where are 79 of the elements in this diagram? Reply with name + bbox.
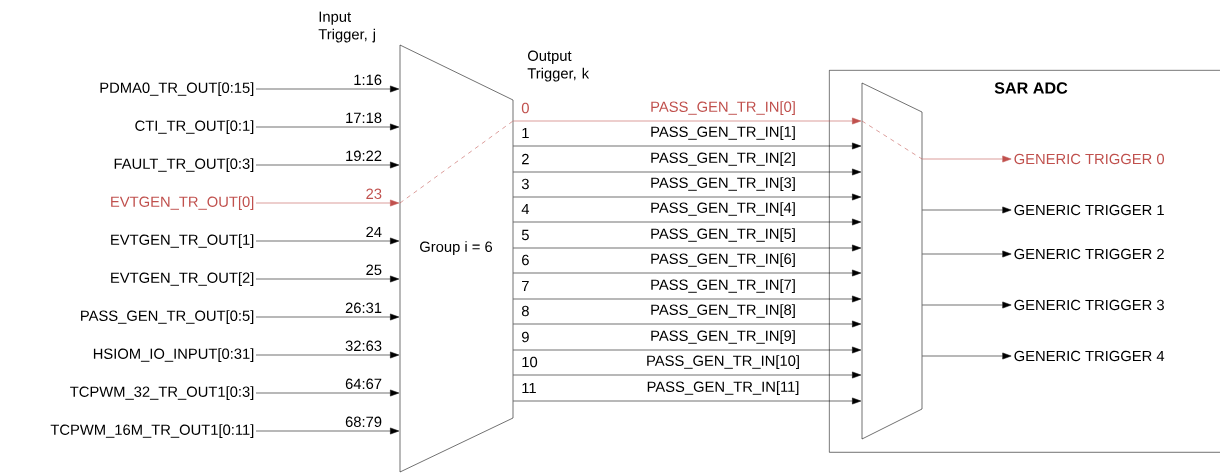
edge-label: PASS_GEN_TR_IN[4] (649, 201, 797, 217)
signal-arrow (513, 346, 862, 354)
input-signal-label: FAULT_TR_OUT[0:3] (114, 158, 254, 172)
edge-label: PASS_GEN_TR_IN[6] (649, 252, 797, 268)
edge-label: PASS_GEN_TR_IN[10] (645, 354, 801, 370)
input-signal-label: PASS_GEN_TR_OUT[0:5] (81, 310, 254, 324)
signal-arrow (922, 206, 1012, 214)
trigger-number: 3 (521, 178, 529, 190)
trigger-number: 4 (521, 203, 530, 215)
edge-label: PASS_GEN_TR_IN[3] (649, 176, 797, 192)
edge-label: PASS_GEN_TR_IN[9] (649, 329, 797, 345)
edge-label: PASS_GEN_TR_IN[5] (649, 227, 797, 243)
output-signal-label: GENERIC TRIGGER 4 (1014, 350, 1165, 362)
trigger-number: 0 (521, 102, 529, 114)
signal-arrow (922, 155, 1012, 163)
input-signal-label: TCPWM_32_TR_OUT1[0:3] (70, 386, 254, 400)
input-signal-label: PDMA0_TR_OUT[0:15] (100, 82, 254, 96)
edge-label: 24 (364, 226, 383, 238)
signal-arrow (255, 237, 400, 245)
edge-label: PASS_GEN_TR_IN[2] (649, 151, 797, 167)
input-signal-label: CTI_TR_OUT[0:1] (135, 120, 254, 134)
axis-heading: Input Trigger, j (318, 11, 375, 43)
signal-arrow (922, 301, 1012, 309)
edge-label: 1:16 (352, 73, 383, 86)
signal-arrow (513, 218, 862, 226)
input-signal-label: EVTGEN_TR_OUT[0] (111, 196, 254, 210)
trigger-number: 1 (522, 127, 529, 139)
input-signal-label: EVTGEN_TR_OUT[2] (111, 272, 254, 286)
edge-label: 23 (364, 187, 383, 200)
edge-label: PASS_GEN_TR_IN[1] (649, 125, 797, 141)
signal-arrow (513, 371, 862, 379)
edge-label: PASS_GEN_TR_IN[11] (645, 380, 801, 396)
signal-arrow (513, 168, 862, 176)
input-signal-label: TCPWM_16M_TR_OUT1[0:11] (50, 424, 254, 438)
trigger-number: 5 (521, 229, 529, 241)
output-signal-label: GENERIC TRIGGER 3 (1014, 299, 1164, 311)
signal-arrow (922, 250, 1012, 258)
trigger-number: 6 (522, 254, 529, 266)
input-signal-label: EVTGEN_TR_OUT[1] (111, 234, 254, 248)
edge-label: 68:79 (344, 415, 383, 428)
input-signal-label: HSIOM_IO_INPUT[0:31] (93, 348, 254, 362)
signal-arrow (255, 389, 400, 397)
edge-label: 25 (364, 263, 383, 276)
edge-label: 17:18 (344, 111, 383, 124)
signal-arrow (922, 352, 1012, 360)
signal-arrow (513, 142, 862, 150)
axis-heading: Output Trigger, k (527, 50, 590, 82)
output-signal-label: GENERIC TRIGGER 2 (1014, 248, 1164, 260)
signal-arrow (255, 313, 400, 321)
signal-arrow (255, 85, 400, 93)
trigger-number: 8 (521, 305, 529, 317)
trigger-number: 11 (522, 382, 536, 394)
signal-arrow (255, 275, 400, 283)
signal-arrow (513, 193, 862, 201)
signal-arrow (513, 320, 862, 328)
trigger-number: 2 (522, 153, 529, 165)
trigger-number: 9 (521, 331, 529, 343)
edge-label: PASS_GEN_TR_IN[8] (649, 303, 797, 319)
edge-label: PASS_GEN_TR_IN[7] (649, 278, 797, 294)
edge-label: 64:67 (344, 377, 383, 390)
multiplexer-shape (861, 82, 923, 440)
signal-arrow (255, 199, 400, 207)
trigger-number: 10 (522, 356, 538, 368)
signal-arrow (255, 427, 400, 435)
signal-arrow (255, 351, 400, 359)
edge-label: 32:63 (344, 339, 383, 352)
trigger-number: 7 (522, 280, 529, 292)
edge-label: PASS_GEN_TR_IN[0] (649, 100, 797, 116)
edge-label: 26:31 (344, 301, 383, 314)
output-signal-label: GENERIC TRIGGER 0 (1014, 153, 1164, 165)
signal-arrow (513, 117, 862, 125)
edge-label: 19:22 (344, 149, 383, 162)
signal-arrow (513, 295, 862, 303)
output-signal-label: GENERIC TRIGGER 1 (1014, 204, 1164, 216)
signal-arrow (513, 269, 862, 277)
signal-arrow (255, 123, 400, 131)
signal-arrow (255, 161, 400, 169)
signal-arrow (513, 244, 862, 252)
signal-arrow (513, 397, 862, 405)
